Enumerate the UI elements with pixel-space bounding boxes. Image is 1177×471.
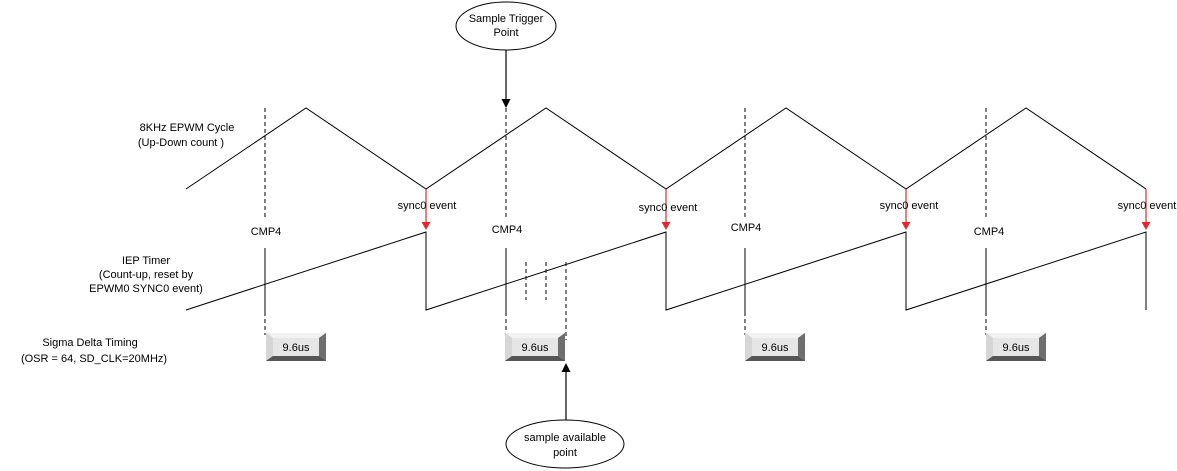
epwm-triangle-wave	[185, 107, 1147, 190]
block-face	[752, 338, 798, 356]
block-face	[512, 338, 558, 356]
block-left	[986, 333, 993, 361]
sd-block-label: 9.6us	[762, 342, 789, 354]
sync-event-1: sync0 event	[398, 189, 457, 230]
block-right	[319, 333, 326, 361]
sync-arrow-head-icon	[421, 222, 431, 230]
block-bottom	[266, 356, 326, 361]
sync-event-label: sync0 event	[1118, 200, 1177, 212]
block-face	[273, 338, 319, 356]
sd-block-3: 9.6us	[745, 333, 805, 361]
block-top	[986, 333, 1046, 338]
sync-event-label: sync0 event	[639, 202, 698, 214]
cmp-label: CMP4	[251, 226, 282, 238]
sync-arrow-head-icon	[901, 222, 911, 230]
sd-blocks: 9.6us 9.6us 9.6us 9.6us	[266, 333, 1046, 361]
sd-label-line2: (OSR = 64, SD_CLK=20MHz)	[21, 353, 167, 365]
block-right	[1039, 333, 1046, 361]
sample-available-callout: sample available point	[505, 363, 625, 469]
sync-event-4: sync0 event	[1118, 189, 1177, 230]
trigger-label-line1: Sample Trigger	[469, 13, 544, 25]
sd-block-4: 9.6us	[986, 333, 1046, 361]
sd-block-label: 9.6us	[283, 342, 310, 354]
epwm-label-line1: 8KHz EPWM Cycle	[140, 122, 235, 134]
epwm-row-label: 8KHz EPWM Cycle (Up-Down count )	[138, 122, 234, 149]
block-top	[266, 333, 326, 338]
block-right	[558, 333, 565, 361]
sync-event-label: sync0 event	[880, 200, 939, 212]
cmp-label: CMP4	[974, 226, 1005, 238]
available-ellipse	[505, 419, 625, 469]
block-bottom	[986, 356, 1046, 361]
trigger-label-line2: Point	[493, 27, 518, 39]
block-bottom	[505, 356, 565, 361]
cmp-label: CMP4	[492, 224, 523, 236]
available-label-line1: sample available	[524, 432, 606, 444]
sd-label-line1: Sigma Delta Timing	[42, 337, 137, 349]
epwm-label-line2: (Up-Down count )	[138, 137, 224, 149]
cmp-labels: CMP4 CMP4 CMP4 CMP4	[251, 222, 1005, 238]
sd-block-2: 9.6us	[505, 333, 565, 361]
block-top	[505, 333, 565, 338]
trigger-arrow-head-icon	[501, 99, 511, 108]
cmp-dashed-lines	[264, 108, 987, 218]
sync-events: sync0 event sync0 event sync0 event sync…	[398, 189, 1177, 230]
iep-label-line3: EPWM0 SYNC0 event)	[89, 283, 203, 295]
sync-event-2: sync0 event	[639, 189, 698, 230]
available-label-line2: point	[553, 447, 577, 459]
block-left	[266, 333, 273, 361]
block-face	[993, 338, 1039, 356]
block-bottom	[745, 356, 805, 361]
sd-block-label: 9.6us	[522, 342, 549, 354]
iep-label-line2: (Count-up, reset by	[99, 269, 194, 281]
block-left	[505, 333, 512, 361]
block-top	[745, 333, 805, 338]
iep-label-line1: IEP Timer	[122, 255, 170, 267]
iep-row-label: IEP Timer (Count-up, reset by EPWM0 SYNC…	[89, 255, 203, 295]
sd-dashed-lines	[264, 262, 987, 340]
sd-block-1: 9.6us	[266, 333, 326, 361]
sync-arrow-head-icon	[1141, 222, 1151, 230]
sample-trigger-callout: Sample Trigger Point	[455, 1, 557, 108]
block-left	[745, 333, 752, 361]
sd-row-label: Sigma Delta Timing (OSR = 64, SD_CLK=20M…	[21, 337, 167, 365]
cmp-markers	[264, 248, 987, 312]
block-right	[798, 333, 805, 361]
sd-block-label: 9.6us	[1003, 342, 1030, 354]
iep-sawtooth-wave	[185, 231, 1147, 311]
available-arrow-head-icon	[561, 363, 571, 372]
sync-event-3: sync0 event	[880, 189, 939, 230]
cmp-label: CMP4	[731, 222, 762, 234]
trigger-ellipse	[455, 1, 557, 51]
sync-event-label: sync0 event	[398, 200, 457, 212]
sync-arrow-head-icon	[661, 222, 671, 230]
